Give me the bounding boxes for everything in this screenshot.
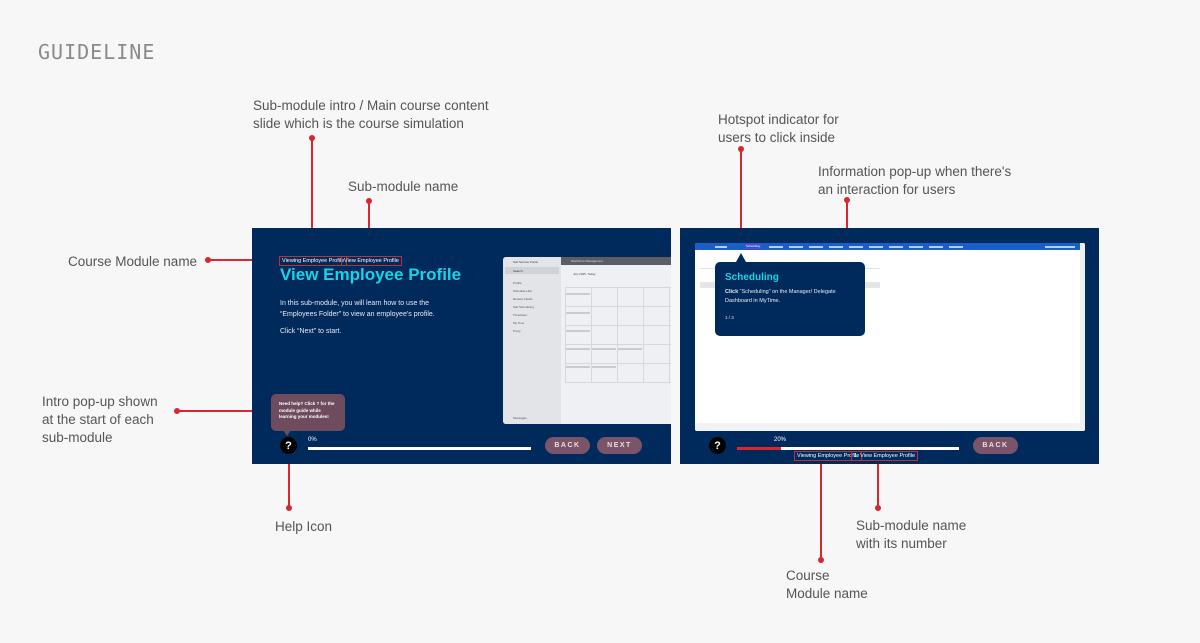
annotation-course-module: Course Module name xyxy=(68,254,198,269)
intro-slide: Viewing Employee Profile View Employee P… xyxy=(252,228,671,464)
popup-step: 1 / 3 xyxy=(725,315,734,320)
progress-label: 0% xyxy=(308,437,317,443)
progress-label: 20% xyxy=(774,437,787,443)
help-intro-popup: Need help? Click ? for the module guide … xyxy=(271,394,345,431)
course-module-label: Viewing Employee Profile xyxy=(279,256,348,266)
progress-bar xyxy=(737,447,959,450)
guideline-title: GUIDELINE xyxy=(38,40,156,64)
back-button[interactable]: BACK xyxy=(973,437,1018,454)
slide-body: In this sub-module, you will learn how t… xyxy=(280,300,435,318)
scheduling-tab-hotspot[interactable]: Scheduling xyxy=(745,244,761,249)
slide-cta: Click “Next” to start. xyxy=(280,328,342,335)
popup-body: Click “Scheduling” on the Manager/ Deleg… xyxy=(725,289,836,304)
annotation-help-icon: Help Icon xyxy=(275,519,333,534)
app-nav-bar: Scheduling xyxy=(695,243,1080,250)
slide-title: View Employee Profile xyxy=(280,265,462,284)
next-button[interactable]: NEXT xyxy=(597,437,642,454)
info-popup: Scheduling Click “Scheduling” on the Man… xyxy=(715,262,865,336)
popup-title: Scheduling xyxy=(725,272,779,283)
help-icon[interactable]: ? xyxy=(280,437,297,454)
annotation-submodule-name: Sub-module name xyxy=(348,179,459,194)
submodule-label: 1. View Employee Profile xyxy=(851,451,919,461)
submodule-label: View Employee Profile xyxy=(341,256,402,266)
help-icon[interactable]: ? xyxy=(709,437,726,454)
course-module-label: Viewing Employee Profile xyxy=(794,451,863,461)
progress-bar xyxy=(308,447,531,450)
simulation-slide: Scheduling Scheduling Click “Scheduling”… xyxy=(680,228,1099,464)
back-button[interactable]: BACK xyxy=(545,437,590,454)
